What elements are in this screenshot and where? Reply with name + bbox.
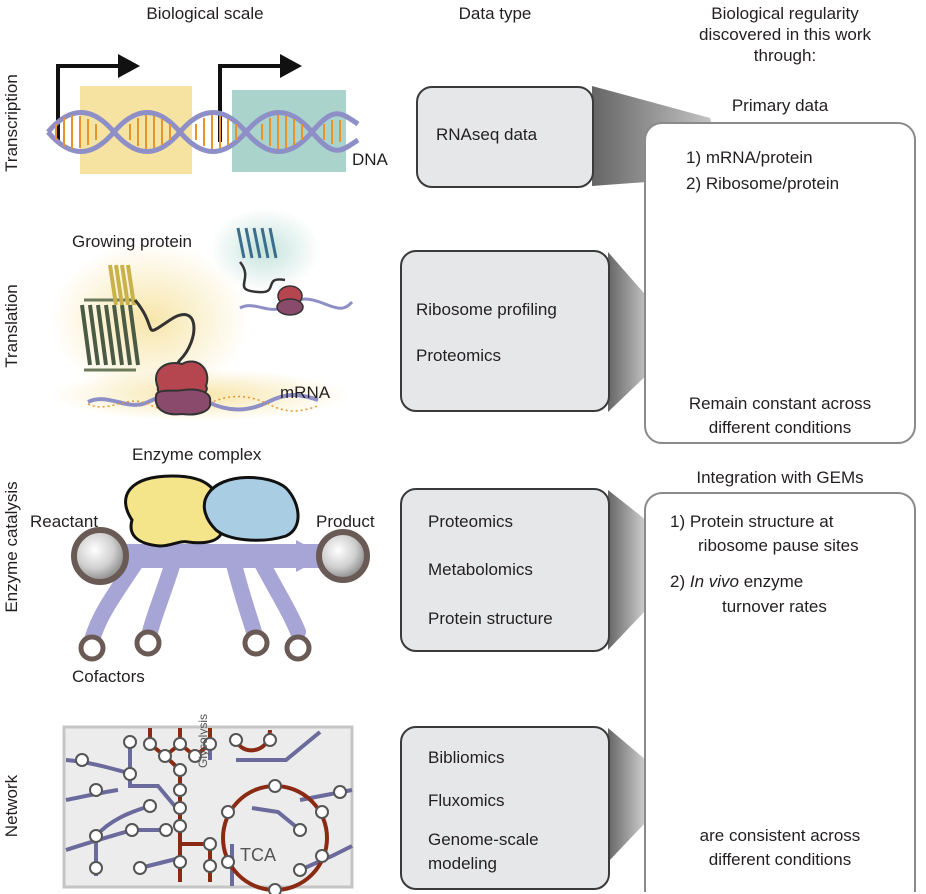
label-reactant: Reactant [30,512,99,531]
data-item-fluxomics: Fluxomics [428,791,505,810]
mrna-strand-small [239,297,354,311]
row-label-enzyme-catalysis: Enzyme catalysis [2,481,21,613]
primary-item-1: 1) mRNA/protein [686,148,813,167]
gems-box [644,492,916,892]
small-protein [236,227,286,294]
header-regularity: Biological regularity discovered in this… [650,3,920,66]
reactant-sphere [71,527,129,585]
gems-footer-line2: different conditions [708,850,852,869]
cofactor-4 [284,634,312,662]
data-box-enzyme: Proteomics Metabolomics Protein structur… [400,488,610,652]
primary-title: Primary data [731,96,829,115]
gems-item-1-line2: ribosome pause sites [698,536,859,555]
cofactor-flux-paths [84,544,337,648]
label-mrna: mRNA [280,383,331,402]
header-regularity-line3: through: [753,46,817,65]
header-regularity-line2: discovered in this work [699,25,871,44]
data-box-transcription: RNAseq data [416,86,594,188]
row-label-translation: Translation [2,284,21,368]
translation-illustration [50,208,354,421]
gems-item-2-line1: 2) In vivo enzyme [670,572,803,592]
data-item-metabolomics: Metabolomics [428,560,533,579]
network-nodes [75,733,347,894]
product-sphere [316,529,370,583]
data-item-proteomics: Proteomics [416,346,502,365]
primary-footer-line2: different conditions [708,418,852,437]
gems-item-2-line2: turnover rates [722,597,827,616]
label-cofactors: Cofactors [72,667,145,686]
label-enzyme-complex: Enzyme complex [132,445,262,464]
data-item-rnaseq: RNAseq data [436,125,538,144]
label-product: Product [316,512,375,531]
gems-item-2-suffix: enzyme [738,572,804,591]
gems-item-2-prefix: 2) [670,572,690,591]
primary-data-box [644,122,916,444]
cofactor-2 [134,629,162,657]
row-label-network: Network [2,774,21,838]
gems-title: Integration with GEMs [696,468,864,487]
data-item-bibliomics: Bibliomics [428,748,505,767]
data-box-translation: Ribosome profiling Proteomics [400,250,610,412]
data-item-modeling: modeling [428,854,497,873]
enzyme-complex [124,474,300,548]
data-item-protein-structure: Protein structure [428,609,553,628]
data-box-network: Bibliomics Fluxomics Genome-scale modeli… [400,726,610,890]
label-dna: DNA [352,150,388,169]
cofactor-3 [242,629,270,657]
promoter-arrow-1 [56,64,120,142]
label-glycolysis: Glycolysis [196,713,210,768]
header-biological-scale: Biological scale [146,4,264,23]
label-growing-protein: Growing protein [72,232,193,251]
transcription-illustration [46,54,360,174]
header-regularity-line1: Biological regularity [711,4,859,23]
cofactor-1 [78,634,106,662]
dna-helix [46,110,360,154]
label-tca: TCA [240,845,276,865]
data-item-ribosome-profiling: Ribosome profiling [416,300,557,319]
data-item-genome-scale: Genome-scale [428,830,539,849]
ribosome-large [154,360,212,416]
gems-item-2-italic: In vivo [689,572,739,591]
network-illustration [62,725,354,894]
primary-item-2: 2) Ribosome/protein [686,174,840,193]
primary-footer-line1: Remain constant across [688,394,872,413]
data-item-proteomics-2: Proteomics [428,512,514,531]
ribosome-small [276,285,304,316]
gems-footer-line1: are consistent across [699,826,861,845]
gems-item-1-line1: 1) Protein structure at [670,512,834,531]
header-data-type: Data type [458,4,532,23]
enzyme-illustration [71,474,370,662]
row-label-transcription: Transcription [2,74,21,172]
